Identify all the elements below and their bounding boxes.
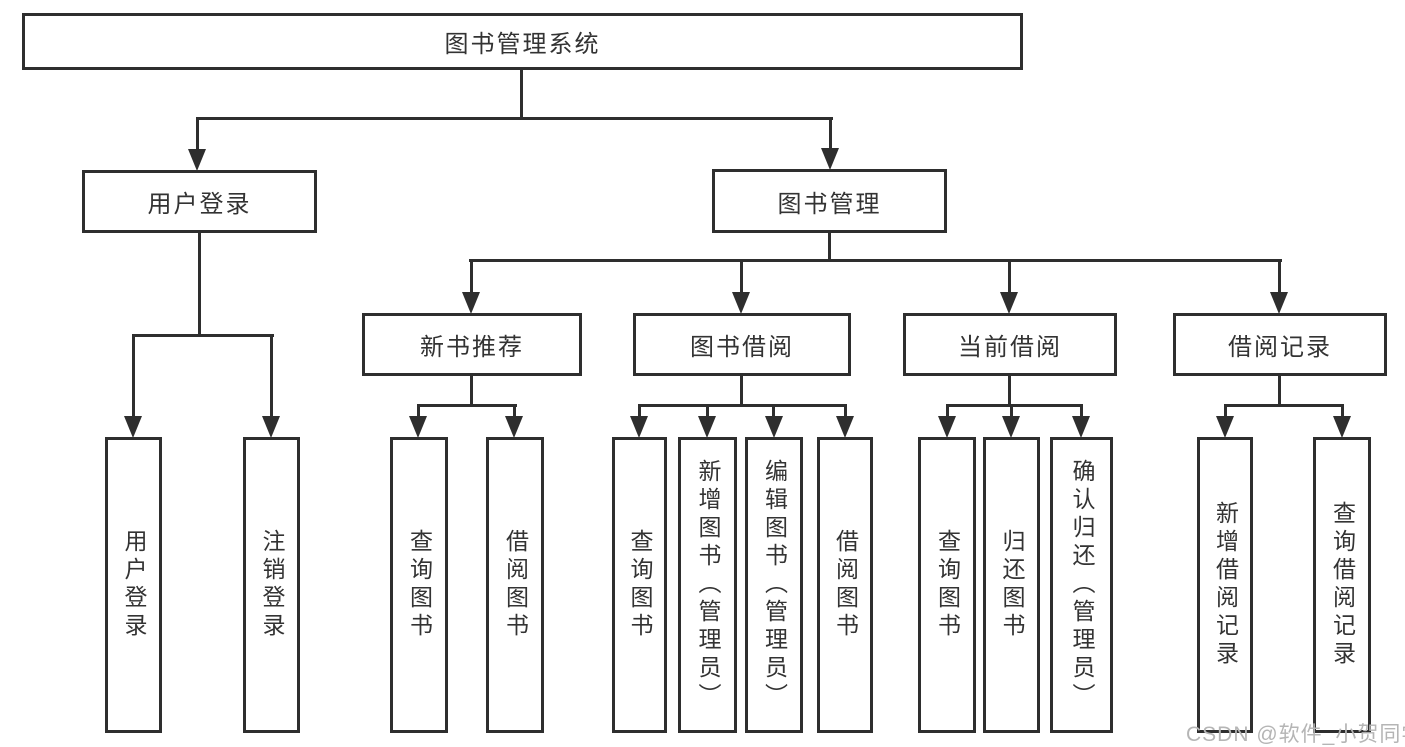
leaf-query-borrowing-record: 查询借阅记录 [1313, 437, 1371, 733]
node-label: 图书管理系统 [444, 31, 601, 58]
arrow-down-icon [698, 416, 716, 438]
leaf-user-login: 用户登录 [105, 437, 162, 733]
connector-line [638, 404, 641, 418]
leaf-edit-books-admin: 编辑图书（管理员） [745, 437, 803, 733]
node-label: 新书推荐 [420, 334, 524, 361]
arrow-down-icon [630, 416, 648, 438]
connector-line [1278, 259, 1281, 297]
connector-line [417, 404, 517, 407]
arrow-down-icon [409, 416, 427, 438]
node-book-management: 图书管理 [712, 169, 947, 233]
arrow-down-icon [1002, 416, 1020, 438]
connector-line [513, 404, 516, 418]
arrow-down-icon [124, 416, 142, 438]
arrow-down-icon [1072, 416, 1090, 438]
leaf-add-borrowing-record: 新增借阅记录 [1197, 437, 1253, 733]
leaf-label: 新增图书（管理员） [695, 459, 721, 711]
arrow-down-icon [505, 416, 523, 438]
leaf-label: 借阅图书 [832, 529, 859, 641]
connector-line [829, 117, 832, 150]
connector-line [740, 376, 743, 406]
leaf-label: 查询图书 [627, 529, 653, 641]
leaf-label: 用户登录 [121, 529, 147, 641]
leaf-query-books-current: 查询图书 [918, 437, 976, 733]
leaf-query-books-recommendation: 查询图书 [390, 437, 448, 733]
arrow-down-icon [1333, 416, 1351, 438]
node-user-login: 用户登录 [82, 170, 317, 233]
leaf-label: 查询借阅记录 [1329, 501, 1356, 669]
node-label: 借阅记录 [1228, 334, 1332, 361]
leaf-add-books-admin: 新增图书（管理员） [678, 437, 737, 733]
connector-line [1224, 404, 1227, 418]
node-book-borrowing: 图书借阅 [633, 313, 851, 376]
connector-line [198, 233, 201, 336]
connector-line [1080, 404, 1083, 418]
csdn-watermark: CSDN @软件_小贺同学 [1186, 723, 1405, 746]
connector-line [196, 117, 833, 120]
leaf-label: 借阅图书 [502, 529, 529, 641]
arrow-down-icon [765, 416, 783, 438]
connector-line [132, 334, 274, 337]
arrow-down-icon [836, 416, 854, 438]
node-label: 图书管理 [777, 190, 882, 218]
arrow-down-icon [1270, 292, 1288, 314]
connector-line [470, 259, 473, 297]
connector-line [417, 404, 420, 418]
leaf-label: 归还图书 [999, 529, 1025, 641]
leaf-logout: 注销登录 [243, 437, 300, 733]
connector-line [470, 376, 473, 406]
arrow-down-icon [732, 292, 750, 314]
connector-line [1341, 404, 1344, 418]
connector-line [946, 404, 1083, 407]
connector-line [132, 334, 135, 420]
leaf-return-books: 归还图书 [983, 437, 1040, 733]
connector-line [1278, 376, 1281, 406]
connector-line [270, 334, 273, 420]
connector-line [520, 70, 523, 118]
arrow-down-icon [262, 416, 280, 438]
leaf-label: 编辑图书（管理员） [761, 459, 788, 711]
arrow-down-icon [1000, 292, 1018, 314]
leaf-borrow-books: 借阅图书 [817, 437, 873, 733]
connector-line [638, 404, 847, 407]
connector-line [1010, 404, 1013, 418]
leaf-label: 新增借阅记录 [1212, 501, 1239, 669]
arrow-down-icon [938, 416, 956, 438]
node-library-management-system: 图书管理系统 [22, 13, 1023, 70]
connector-line [1224, 404, 1344, 407]
connector-line [740, 259, 743, 297]
connector-line [772, 404, 775, 418]
node-label: 图书借阅 [690, 334, 794, 361]
connector-line [1008, 376, 1011, 406]
leaf-label: 查询图书 [934, 529, 961, 641]
connector-line [828, 233, 831, 262]
connector-line [196, 117, 199, 150]
arrow-down-icon [821, 148, 839, 170]
connector-line [1008, 259, 1011, 297]
arrow-down-icon [462, 292, 480, 314]
leaf-label: 确认归还（管理员） [1069, 459, 1095, 711]
leaf-borrow-books-recommendation: 借阅图书 [486, 437, 544, 733]
node-borrowing-records: 借阅记录 [1173, 313, 1387, 376]
arrow-down-icon [1216, 416, 1234, 438]
connector-line [946, 404, 949, 418]
node-new-book-recommendation: 新书推荐 [362, 313, 582, 376]
node-current-borrowing: 当前借阅 [903, 313, 1117, 376]
node-label: 当前借阅 [958, 334, 1062, 361]
connector-line [469, 259, 1282, 262]
leaf-label: 注销登录 [259, 529, 285, 641]
connector-line [706, 404, 709, 418]
leaf-label: 查询图书 [406, 529, 433, 641]
leaf-query-books-borrowing: 查询图书 [612, 437, 667, 733]
connector-line [844, 404, 847, 418]
arrow-down-icon [188, 149, 206, 171]
leaf-confirm-return-admin: 确认归还（管理员） [1050, 437, 1113, 733]
node-label: 用户登录 [147, 191, 252, 218]
